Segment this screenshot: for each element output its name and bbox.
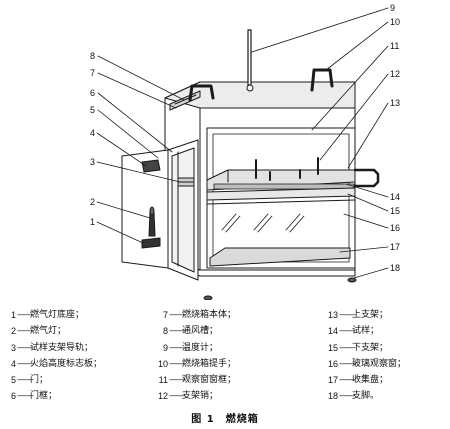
callout-18: 18 <box>390 263 400 273</box>
callout-numbers: 1 2 3 4 5 6 7 8 9 10 11 12 13 14 15 16 1… <box>90 3 400 273</box>
combustion-box-drawing: 1 2 3 4 5 6 7 8 9 10 11 12 13 14 15 16 1… <box>90 3 400 300</box>
legend-item: 17——收集盘； <box>327 375 389 386</box>
feet <box>203 277 357 300</box>
legend-item: 10——燃烧箱提手； <box>157 358 237 369</box>
gas-lamp-base <box>141 237 161 249</box>
legend-item: 9——温度计； <box>162 342 219 353</box>
callout-1: 1 <box>90 217 95 227</box>
callout-13: 13 <box>390 98 400 108</box>
legend-item: 11——观察窗窗框； <box>158 375 237 386</box>
legend-item: 8——通风槽； <box>162 326 219 337</box>
legend-item: 12——支架销； <box>157 391 219 402</box>
legend-item: 15——下支架； <box>327 342 389 353</box>
callout-11: 11 <box>390 41 399 51</box>
callout-7: 7 <box>90 68 95 78</box>
side-handle <box>353 168 380 188</box>
collecting-tray <box>209 247 351 267</box>
leader-lines <box>96 7 389 279</box>
guide-rail <box>177 177 195 187</box>
callout-3: 3 <box>90 157 95 167</box>
gas-lamp <box>148 206 156 237</box>
legend-item: 18——支脚。 <box>327 391 380 402</box>
callout-9: 9 <box>390 3 395 13</box>
callout-6: 6 <box>90 88 95 98</box>
legend-item: 14——试样； <box>327 326 380 337</box>
callout-16: 16 <box>390 223 400 233</box>
lower-support <box>206 187 356 205</box>
legend-item: 5——门； <box>10 375 49 386</box>
legend-item: 13——上支架； <box>327 310 389 320</box>
callout-2: 2 <box>90 197 95 207</box>
legend-item: 2——燃气灯； <box>10 326 67 337</box>
legend-column-3: 13——上支架； 14——试样； 15——下支架； 16——玻璃观察窗； 17—… <box>322 307 406 405</box>
legend-column-2: 7——燃烧箱本体； 8——通风槽； 9——温度计； 10——燃烧箱提手； 11—… <box>152 307 236 405</box>
thermometer <box>246 29 254 92</box>
box-handles <box>188 68 334 102</box>
legend-item: 3——试样支架导轨； <box>10 342 94 353</box>
legend-column-1: 1——燃气灯底座； 2——燃气灯； 3——试样支架导轨； 4——火焰高度标志板；… <box>0 307 102 405</box>
legend-item: 6——门框； <box>10 391 58 402</box>
legend-item: 16——玻璃观察窗； <box>327 358 407 369</box>
door-frame <box>167 139 199 281</box>
callout-17: 17 <box>390 242 400 252</box>
callout-5: 5 <box>90 105 95 115</box>
callout-4: 4 <box>90 128 95 138</box>
callout-15: 15 <box>390 206 400 216</box>
callout-14: 14 <box>390 192 400 202</box>
legend-item: 4——火焰高度标志板； <box>10 358 103 369</box>
callout-8: 8 <box>90 51 95 61</box>
callout-10: 10 <box>390 17 400 27</box>
legend-item: 1——燃气灯底座； <box>10 310 85 320</box>
legend-item: 7——燃烧箱本体； <box>162 310 237 320</box>
flame-height-indicator <box>141 159 161 173</box>
figure-caption: 图 1 燃烧箱 <box>191 414 259 425</box>
callout-12: 12 <box>390 69 400 79</box>
